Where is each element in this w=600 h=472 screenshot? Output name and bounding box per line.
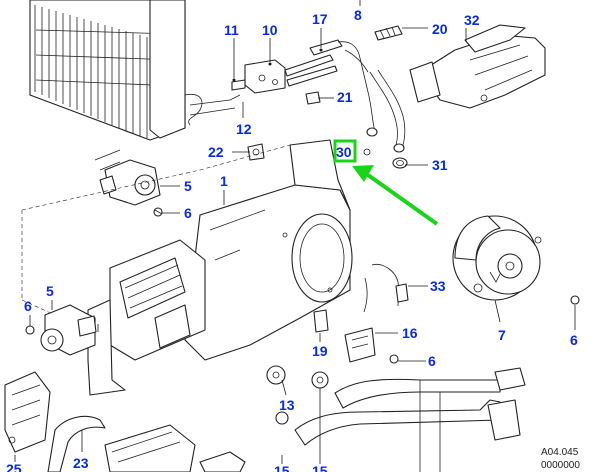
callout-5-lower: 5	[46, 283, 54, 299]
callout-13: 13	[279, 397, 295, 413]
callout-labels: 8 11 10 17 20 32 21 12 22 30 31 5 1 6 33…	[6, 7, 578, 472]
reference-code: A04.045	[541, 447, 579, 458]
highlight-arrow-head	[352, 165, 374, 182]
pipe-17	[309, 39, 376, 133]
screw-6-upper	[153, 207, 163, 217]
callout-6-upper: 6	[184, 205, 192, 221]
callout-19: 19	[312, 343, 328, 359]
heater-pipes	[266, 316, 526, 472]
part-15-bottom	[199, 451, 246, 472]
actuator-5-lower	[40, 304, 97, 356]
resistor-16	[344, 327, 376, 363]
callout-32: 32	[464, 12, 480, 28]
wire-harness-33	[363, 263, 409, 313]
highlight-callout-30	[333, 139, 439, 226]
hose-20	[366, 25, 406, 153]
callout-11: 11	[224, 22, 239, 38]
clip-19	[313, 309, 329, 333]
callout-31: 31	[432, 157, 448, 173]
callout-7: 7	[498, 327, 506, 343]
o-ring-31	[392, 157, 408, 169]
callout-8: 8	[354, 7, 362, 23]
screw-6-right	[570, 295, 580, 305]
callout-33: 33	[430, 278, 446, 294]
callout-12: 12	[236, 121, 252, 137]
highlight-box	[333, 139, 357, 163]
callout-6-right: 6	[570, 332, 578, 348]
callout-20: 20	[432, 21, 448, 37]
duct-25	[4, 371, 51, 453]
highlight-arrow-shaft	[366, 173, 439, 226]
hose-23	[47, 415, 106, 472]
callout-17: 17	[312, 11, 328, 27]
callout-6-left: 6	[24, 298, 32, 314]
callout-25: 25	[6, 461, 22, 472]
callout-30: 30	[336, 144, 352, 160]
cover-32	[409, 24, 546, 109]
screw-6-lower	[389, 354, 399, 364]
blower-motor	[452, 215, 542, 301]
clip-21	[305, 91, 321, 105]
callout-6-lower: 6	[428, 353, 436, 369]
callout-1: 1	[220, 173, 228, 189]
callout-16: 16	[402, 325, 418, 341]
callout-22: 22	[208, 144, 224, 160]
nut-30	[363, 148, 371, 156]
callout-10: 10	[262, 22, 278, 38]
heater-housing	[21, 139, 353, 396]
reference-number: 0000000	[541, 460, 580, 471]
actuator-5-upper	[94, 149, 161, 206]
callout-23: 23	[73, 455, 89, 471]
expansion-valve	[231, 54, 338, 94]
callout-21: 21	[337, 89, 353, 105]
leader-lines	[14, 0, 576, 464]
evaporator-core	[29, 0, 241, 141]
callout-15-a: 15	[274, 463, 290, 472]
screw-6-left	[25, 325, 35, 335]
callout-5-upper: 5	[184, 178, 192, 194]
clip-22	[247, 143, 265, 161]
filter-housing	[104, 424, 196, 472]
callout-15-b: 15	[312, 463, 328, 472]
